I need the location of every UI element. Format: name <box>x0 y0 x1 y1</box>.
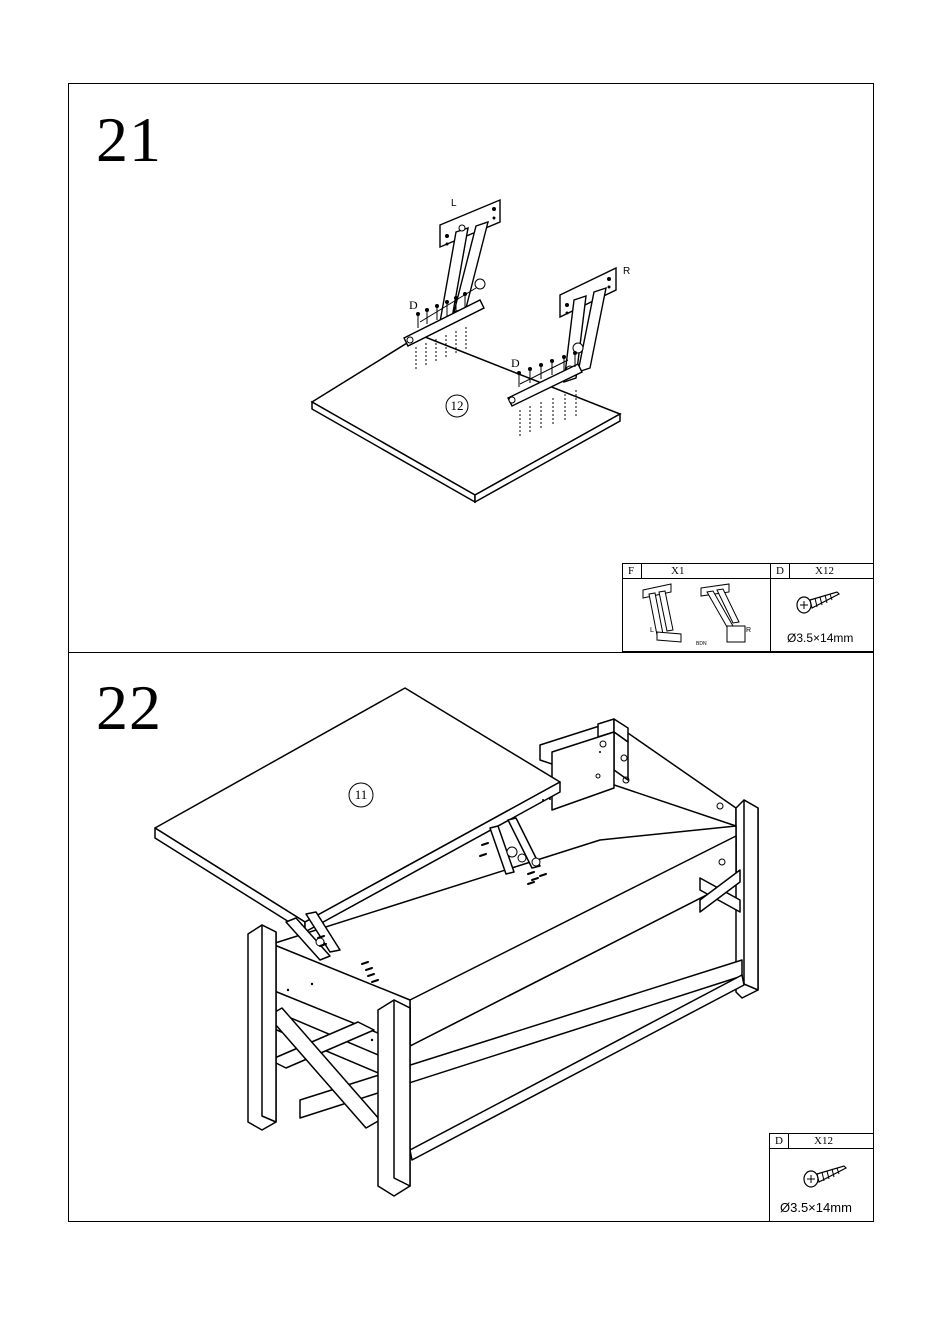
parts-box-step-22: D X12 Ø3.5×14mm <box>769 1133 874 1222</box>
parts-cell-f: F X1 L BDN R <box>623 564 770 651</box>
screw-label-right: D <box>511 356 520 371</box>
part-qty: X12 <box>814 1134 833 1148</box>
screw-spec: Ø3.5×14mm <box>787 631 853 645</box>
part-qty: X1 <box>671 564 684 578</box>
screw-spec: Ø3.5×14mm <box>780 1200 852 1215</box>
step-22-drawing <box>150 680 770 1205</box>
step-21-drawing <box>300 190 640 510</box>
screw-icon <box>795 586 845 616</box>
mechanism-label-left: L <box>451 198 457 209</box>
part-letter: D <box>776 564 784 578</box>
part-letter: F <box>628 564 634 578</box>
part-label-12: 12 <box>446 396 468 416</box>
parts-cell-d: D X12 Ø3.5×14mm <box>770 1134 873 1221</box>
part-letter: D <box>775 1134 783 1148</box>
mechanism-label-right: R <box>623 266 630 277</box>
part-label-11: 11 <box>349 785 373 805</box>
parts-box-step-21: F X1 L BDN R D X12 <box>622 563 874 652</box>
part-qty: X12 <box>815 564 834 578</box>
step-divider <box>68 652 874 653</box>
screw-icon <box>802 1160 852 1190</box>
icon-label-left: L <box>650 627 654 634</box>
parts-cell-d: D X12 Ø3.5×14mm <box>771 564 873 651</box>
step-number: 21 <box>96 108 162 172</box>
lift-mechanism-icon <box>633 582 763 650</box>
icon-label-small: BDN <box>696 641 707 647</box>
screw-label-left: D <box>409 298 418 313</box>
icon-label-right: R <box>746 627 751 634</box>
